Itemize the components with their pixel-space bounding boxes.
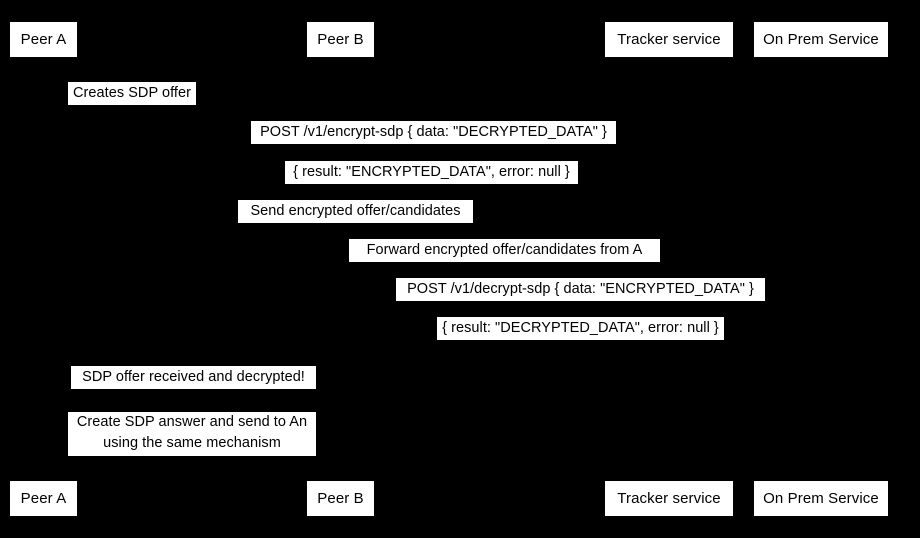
participant-header-on-prem-service[interactable]: On Prem Service: [754, 22, 888, 57]
message-label-create-sdp-answer-line2: using the same mechanism: [103, 435, 281, 451]
participant-footer-peer-a[interactable]: Peer A: [10, 481, 77, 516]
participant-header-peer-b[interactable]: Peer B: [307, 22, 374, 57]
lifeline-on-prem-service: [821, 57, 822, 481]
message-label-post-encrypt-sdp[interactable]: POST /v1/encrypt-sdp { data: "DECRYPTED_…: [251, 121, 616, 144]
participant-footer-tracker-service[interactable]: Tracker service: [605, 481, 733, 516]
message-label-post-decrypt-sdp[interactable]: POST /v1/decrypt-sdp { data: "ENCRYPTED_…: [396, 278, 765, 301]
message-label-creates-sdp-offer[interactable]: Creates SDP offer: [68, 82, 196, 105]
message-label-create-sdp-answer-line1: Create SDP answer and send to An: [76, 414, 308, 430]
lifeline-tracker-service: [669, 57, 670, 481]
participant-footer-peer-b[interactable]: Peer B: [307, 481, 374, 516]
message-label-send-encrypted-offer[interactable]: Send encrypted offer/candidates: [238, 200, 473, 223]
message-label-sdp-offer-received[interactable]: SDP offer received and decrypted!: [71, 366, 316, 389]
participant-header-tracker-service[interactable]: Tracker service: [605, 22, 733, 57]
participant-header-peer-a[interactable]: Peer A: [10, 22, 77, 57]
message-label-decrypt-sdp-result[interactable]: { result: "DECRYPTED_DATA", error: null …: [437, 317, 724, 340]
lifeline-peer-a: [43, 57, 44, 481]
participant-footer-on-prem-service[interactable]: On Prem Service: [754, 481, 888, 516]
message-label-encrypt-sdp-result[interactable]: { result: "ENCRYPTED_DATA", error: null …: [285, 161, 578, 184]
message-label-create-sdp-answer[interactable]: Create SDP answer and send to An using t…: [68, 412, 316, 456]
message-label-forward-encrypted-offer[interactable]: Forward encrypted offer/candidates from …: [349, 239, 660, 262]
lifeline-peer-b: [340, 57, 341, 481]
